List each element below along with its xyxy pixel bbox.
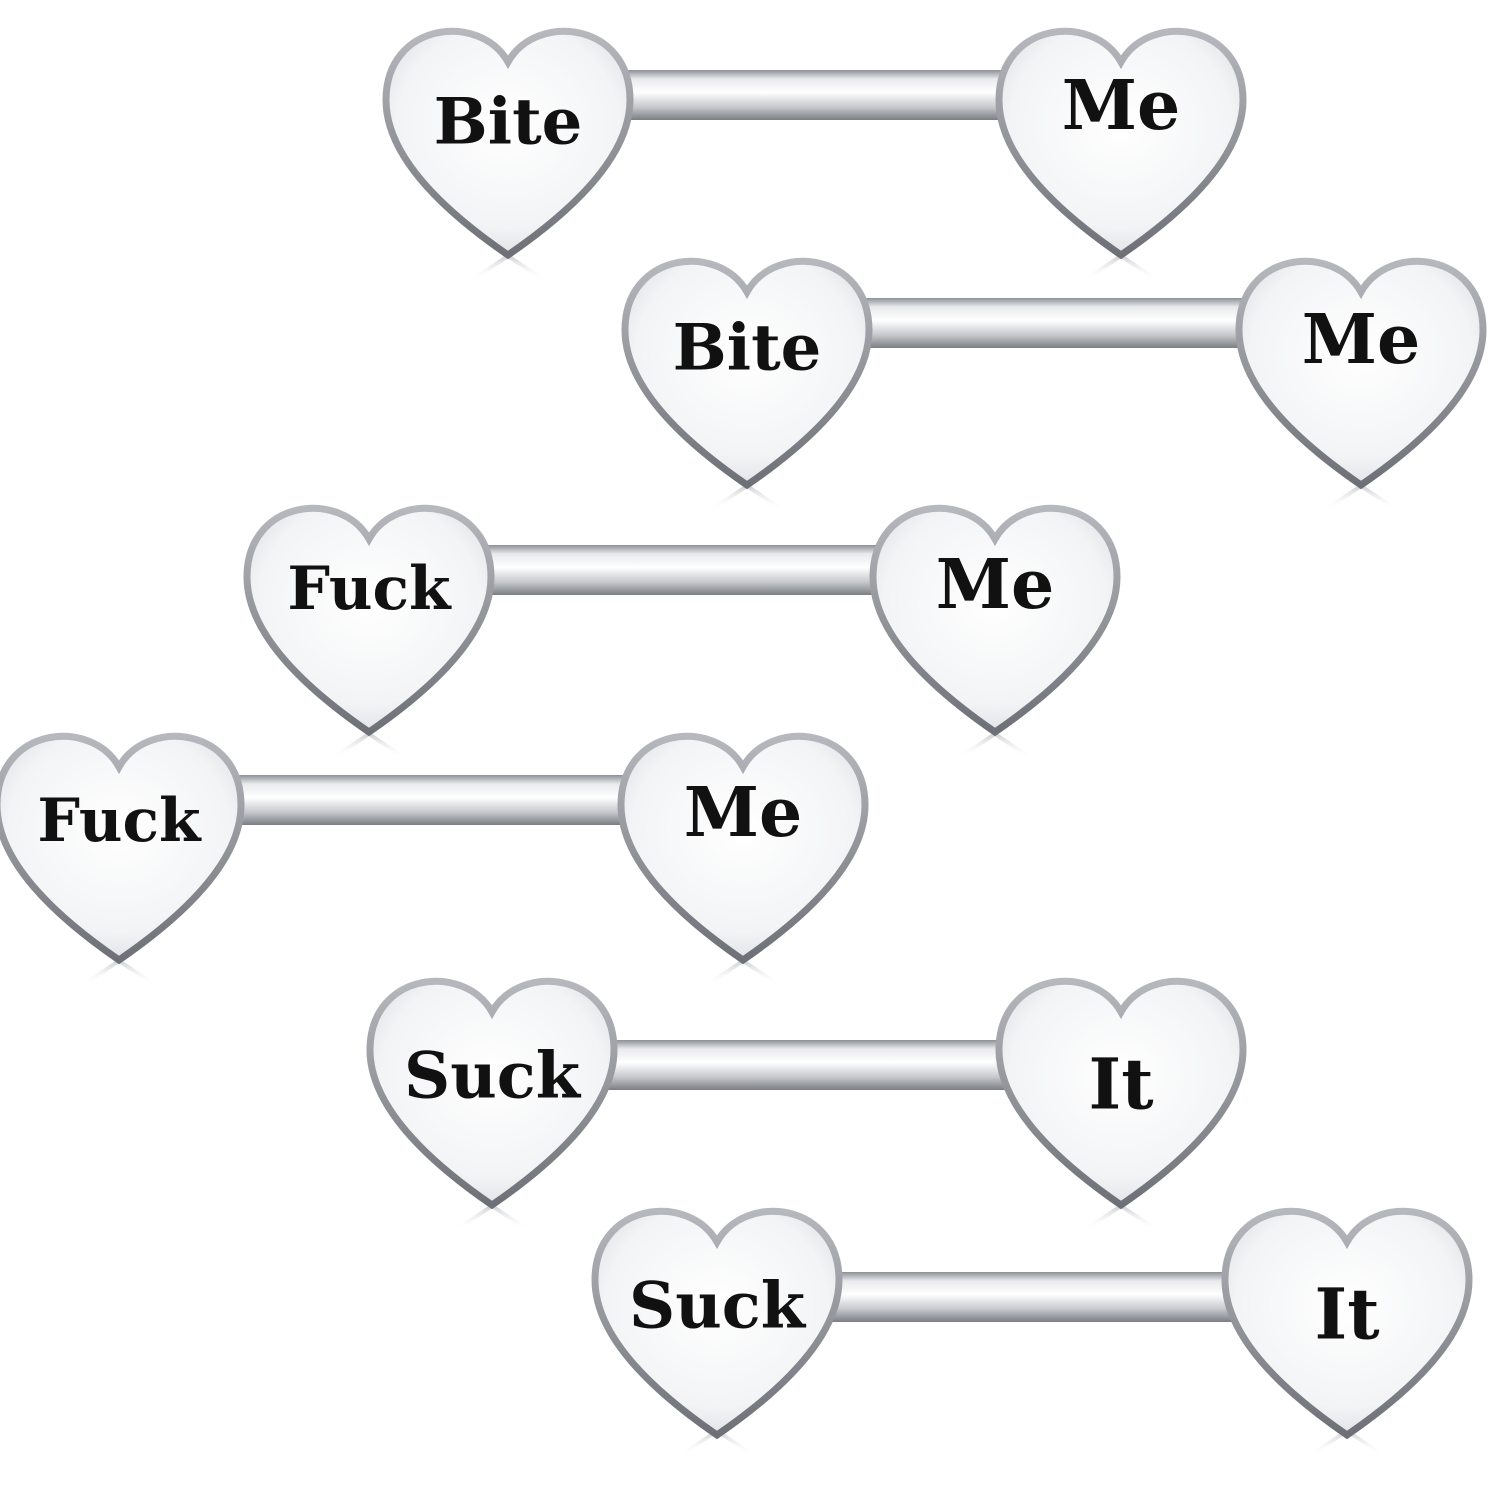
heart-ball-left [0, 732, 245, 965]
right-word: Me [1302, 300, 1421, 380]
heart-ball-right [995, 977, 1247, 1210]
left-word: Fuck [37, 786, 202, 856]
heart-ball-left [243, 504, 495, 737]
barbell-5: Suck It [366, 977, 1247, 1232]
heart-ball-right [1221, 1207, 1473, 1440]
barbell-4: Fuck Me [0, 732, 869, 987]
right-word: Me [936, 545, 1055, 625]
barbell-3: Fuck Me [243, 504, 1121, 760]
right-word: It [1088, 1043, 1153, 1126]
reflection [454, 1203, 530, 1232]
heart-ball-right [995, 27, 1247, 260]
barbell-1: Bite Me [382, 27, 1247, 282]
reflection [709, 483, 785, 512]
barbell-6: Suck It [591, 1207, 1473, 1457]
reflection [470, 253, 546, 282]
heart-ball-right [617, 732, 869, 965]
reflection [957, 731, 1033, 760]
reflection [81, 958, 157, 987]
reflection [1083, 253, 1159, 282]
barbell-shaft [605, 1040, 1010, 1090]
reflection [1083, 1203, 1159, 1232]
left-word: Suck [629, 1269, 807, 1344]
reflection [1323, 483, 1399, 512]
heart-ball-left [366, 977, 618, 1210]
barbell-shaft [830, 1272, 1235, 1322]
reflection [331, 731, 407, 760]
barbell-shaft [860, 298, 1255, 348]
heart-ball-left [382, 27, 634, 260]
right-word: Me [1062, 66, 1181, 146]
left-word: Bite [434, 85, 583, 160]
left-word: Fuck [287, 554, 452, 624]
barbell-shaft [482, 545, 882, 595]
barbell-shaft [620, 70, 1015, 120]
left-word: Suck [404, 1039, 582, 1114]
heart-ball-left [621, 257, 873, 490]
barbell-shaft [232, 775, 632, 825]
heart-ball-right [869, 504, 1121, 737]
reflection [705, 958, 781, 987]
barbell-2: Bite Me [621, 257, 1487, 512]
right-word: It [1314, 1273, 1379, 1356]
right-word: Me [684, 773, 803, 853]
heart-ball-right [1235, 257, 1487, 490]
heart-ball-left [591, 1207, 843, 1440]
left-word: Bite [673, 311, 822, 386]
